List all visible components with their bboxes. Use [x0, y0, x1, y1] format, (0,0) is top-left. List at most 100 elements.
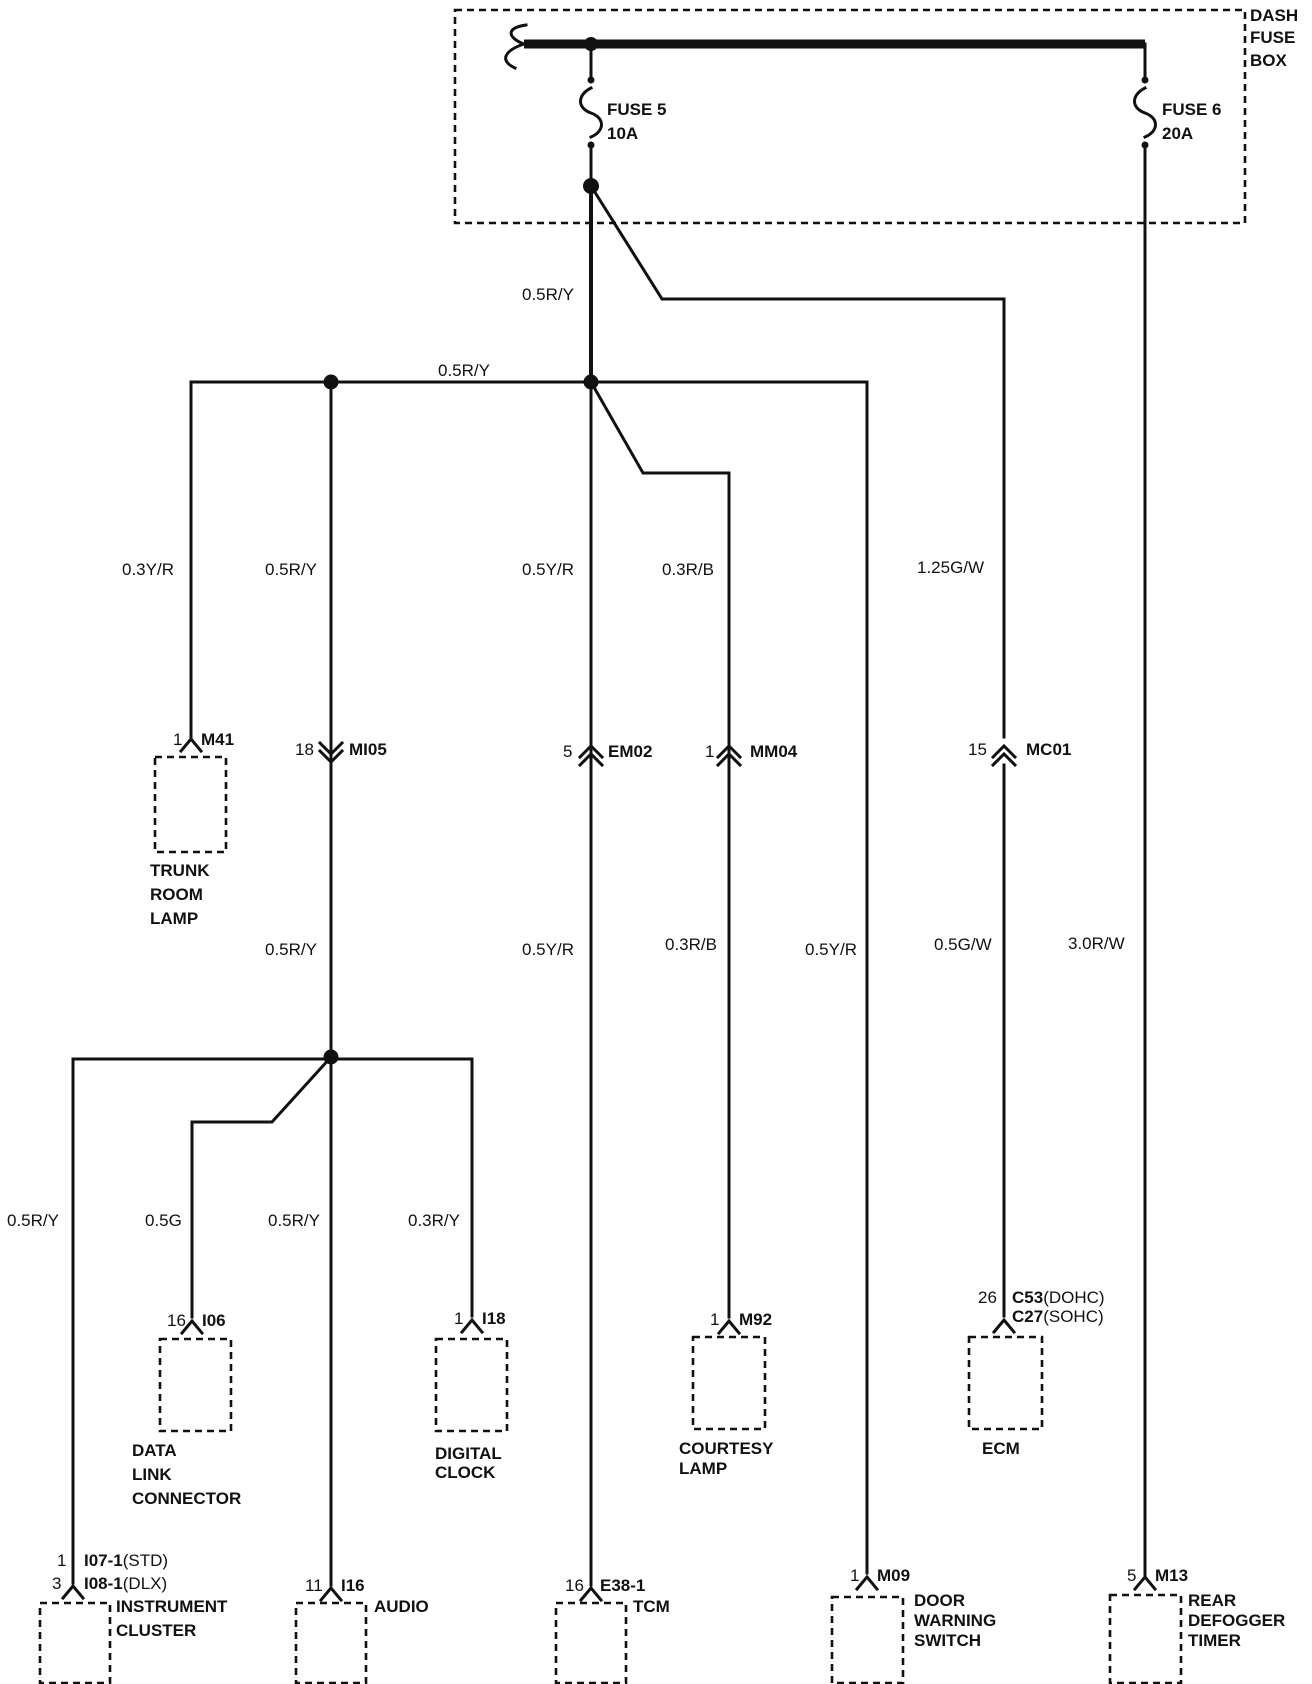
digital-clock-box — [434, 1337, 509, 1433]
i18-pin: 1 — [454, 1309, 463, 1328]
ecm-feed-wire — [588, 183, 1006, 739]
cluster-connector-dlx: I08-1(DLX) — [84, 1574, 167, 1593]
ecm-connector-c53: C53(DOHC) — [1012, 1288, 1105, 1307]
fuse5-rating: 10A — [607, 124, 638, 143]
wire-label-cluster: 0.5R/Y — [7, 1211, 59, 1230]
wire-label-main-bus: 0.5R/Y — [438, 361, 490, 380]
mm04-connector-name: MM04 — [750, 742, 798, 761]
fuse6-terminal-top — [1141, 76, 1149, 84]
e38-connector-name: E38-1 — [600, 1576, 645, 1595]
trunk-room-lamp-box — [153, 755, 228, 854]
rear-defogger-timer-box — [1108, 1593, 1183, 1684]
wire-label-door: 0.5Y/R — [805, 940, 857, 959]
fuse5-name: FUSE 5 — [607, 100, 667, 119]
fuse-box-label-line3: BOX — [1250, 51, 1288, 70]
fuse5-terminal-top — [587, 76, 595, 84]
fuse5-element — [579, 85, 603, 139]
cluster-pin-dlx: 3 — [52, 1574, 61, 1593]
em02-pin: 5 — [563, 742, 572, 761]
fuse6-element — [1133, 85, 1157, 139]
i18-terminal — [459, 1317, 485, 1335]
tcm-box — [554, 1601, 628, 1684]
bus-feed-hook — [509, 23, 528, 46]
mi05-connector-name: MI05 — [349, 740, 387, 759]
cluster-pin-std: 1 — [57, 1551, 66, 1570]
courtesy-lamp-wire — [588, 379, 731, 1319]
mc01-pin: 15 — [968, 740, 987, 759]
dlc-label-2: LINK — [132, 1465, 172, 1484]
ecm-connector-c27: C27(SOHC) — [1012, 1307, 1104, 1326]
defogger-label-2: DEFOGGER — [1188, 1611, 1285, 1630]
defogger-label-1: REAR — [1188, 1591, 1236, 1610]
mi05-pin: 18 — [295, 740, 314, 759]
i06-connector-name: I06 — [202, 1311, 226, 1330]
m13-connector-name: M13 — [1155, 1566, 1188, 1585]
cluster-connector-std: I07-1(STD) — [84, 1551, 168, 1570]
i16-connector-name: I16 — [341, 1576, 365, 1595]
i16-terminal — [318, 1585, 344, 1603]
dlc-wire — [190, 1054, 334, 1319]
defogger-label-3: TIMER — [1188, 1631, 1241, 1650]
dash-fuse-box-outline — [453, 8, 1247, 225]
m41-pin: 1 — [173, 730, 182, 749]
courtesy-lamp-label-1: COURTESY — [679, 1439, 774, 1458]
trunk-lamp-label-2: ROOM — [150, 885, 203, 904]
clock-label-2: CLOCK — [435, 1463, 496, 1482]
wire-label-clock: 0.3R/Y — [408, 1211, 460, 1230]
em02-connector-symbol — [577, 743, 605, 768]
instrument-cluster-box — [38, 1601, 112, 1684]
mi05-connector-symbol — [317, 740, 345, 765]
data-link-connector-box — [158, 1337, 233, 1433]
m92-connector-name: M92 — [739, 1310, 772, 1329]
fuse-box-label-line2: FUSE — [1250, 28, 1295, 47]
cluster-label-1: INSTRUMENT — [116, 1597, 228, 1616]
wire-label-em02-upper: 0.5Y/R — [522, 560, 574, 579]
wire-label-mm04-upper: 0.3R/B — [662, 560, 714, 579]
wire-label-main-feed: 0.5R/Y — [522, 285, 574, 304]
mm04-pin: 1 — [705, 742, 714, 761]
cluster-label-2: CLUSTER — [116, 1621, 196, 1640]
m41-connector-name: M41 — [201, 730, 234, 749]
audio-box — [294, 1601, 368, 1684]
wire-label-defogger: 3.0R/W — [1068, 934, 1125, 953]
wire-label-mm04-lower: 0.3R/B — [665, 935, 717, 954]
wire-label-mc01-lower: 0.5G/W — [934, 935, 992, 954]
bus-feed-hook-lower — [504, 42, 526, 70]
wire-label-mi05-lower: 0.5R/Y — [265, 940, 317, 959]
ecm-terminal — [991, 1317, 1017, 1335]
m09-pin: 1 — [850, 1566, 859, 1585]
m92-terminal — [716, 1318, 742, 1336]
ecm-label: ECM — [982, 1439, 1020, 1458]
i06-pin: 16 — [167, 1311, 186, 1330]
door-label-1: DOOR — [914, 1591, 965, 1610]
wire-label-em02-lower: 0.5Y/R — [522, 940, 574, 959]
tcm-label: TCM — [633, 1597, 670, 1616]
door-label-2: WARNING — [914, 1611, 996, 1630]
i18-connector-name: I18 — [482, 1309, 506, 1328]
wire-label-trunk: 0.3Y/R — [122, 560, 174, 579]
dlc-label-1: DATA — [132, 1441, 177, 1460]
m41-terminal — [178, 736, 204, 754]
wire-label-mi05-upper: 0.5R/Y — [265, 560, 317, 579]
door-warning-switch-box — [830, 1595, 905, 1684]
fuse-box-label-line1: DASH — [1250, 6, 1298, 25]
trunk-lamp-label-1: TRUNK — [150, 861, 210, 880]
courtesy-lamp-box — [691, 1335, 767, 1431]
m92-pin: 1 — [710, 1310, 719, 1329]
courtesy-lamp-label-2: LAMP — [679, 1459, 727, 1478]
ecm-box — [967, 1335, 1044, 1431]
audio-label: AUDIO — [374, 1597, 429, 1616]
i16-pin: 11 — [305, 1576, 323, 1595]
cluster-terminal — [60, 1583, 86, 1601]
wire-label-mc01-upper: 1.25G/W — [917, 558, 984, 577]
e38-terminal — [578, 1585, 604, 1603]
m13-pin: 5 — [1127, 1566, 1136, 1585]
mc01-connector-symbol — [990, 743, 1018, 768]
mc01-connector-name: MC01 — [1026, 740, 1071, 759]
wire-label-audio: 0.5R/Y — [268, 1211, 320, 1230]
m09-connector-name: M09 — [877, 1566, 910, 1585]
m13-terminal — [1132, 1574, 1158, 1592]
ecm-pin: 26 — [978, 1288, 997, 1307]
door-label-3: SWITCH — [914, 1631, 981, 1650]
